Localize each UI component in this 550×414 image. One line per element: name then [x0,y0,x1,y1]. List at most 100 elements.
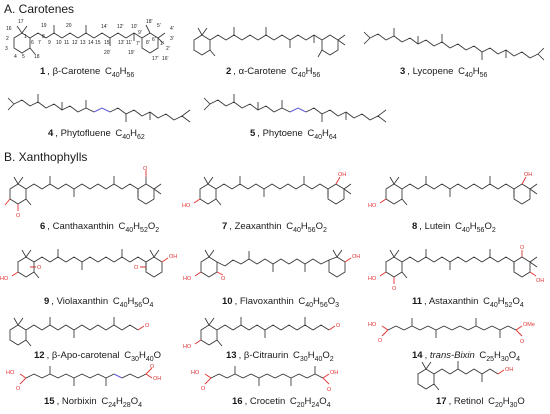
hydroxyl-label: HO [368,276,377,282]
compound-label: 5, Phytoene C40H64 [250,128,337,141]
hydroxyl-label: OH [524,172,532,178]
atom-number: 10' [131,24,138,30]
compound-label: 10, Flavoxanthin C40H56O3 [222,296,340,309]
oxo-label: O [392,286,397,292]
compound-label: 2, α-Carotene C40H56 [226,66,321,79]
oxo-label: O [378,338,383,344]
hydroxyl-label: OH [330,370,338,376]
compound-label: 17, Retinol C20H30O [436,396,525,409]
oxo-label: O [16,213,21,219]
atom-number: 16 [6,26,12,32]
atom-number: 3 [5,46,8,52]
hydroxyl-label: HO [183,276,192,282]
atom-number: 12 [72,40,78,46]
compound-label: 9, Violaxanthin C40H56O4 [44,296,154,309]
oxo-label: O [336,323,341,329]
oxo-label: O [520,339,525,345]
structure-beta-citraurin: HO O [183,317,341,350]
section-title-carotenes: A. Carotenes [4,2,75,16]
hydroxyl-label: OH [505,367,513,373]
atom-number: 20 [66,23,72,29]
oxo-label: O [16,386,21,392]
structure-trans-bixin: HO O OMe O [368,318,535,345]
hydroxyl-label: OH [153,376,161,382]
atom-number: 5 [22,54,25,60]
atom-number: 6 [31,40,34,46]
compound-label: 4, Phytofluene C40H62 [48,128,145,141]
compound-label: 11, Astaxanthin C40H52O4 [412,296,524,309]
oxo-label: O [37,265,42,271]
atom-number: 4' [170,26,174,32]
structure-canthaxanthin: O O [4,166,162,219]
compound-label: 15, Norbixin C24H28O4 [44,396,142,409]
structure-phytofluene [7,94,191,123]
oxo-label: O [221,276,226,282]
compound-label: 14, trans-Bixin C25H30O4 [412,350,521,363]
atom-number: 2 [6,36,9,42]
hydroxyl-label: HO [6,370,15,376]
structure-beta-carotene: 16 17 19 20 1 6 9 11 13 15 14' 12' 10' 8… [5,19,174,62]
atom-number: 17 [18,19,24,25]
oxo-label: O [201,386,206,392]
structure-flavoxanthin: HO O OH [183,249,360,282]
atom-number: 1' [160,41,164,47]
structure-lycopene [363,28,545,61]
hydroxyl-label: HO [182,203,191,209]
structure-crocetin: HO O OH O [191,366,338,393]
structure-phytoene [203,94,387,123]
atom-number: 13' [118,40,125,46]
atom-number: 4 [14,54,17,60]
compound-label: 6, Canthaxanthin C40H52O2 [40,221,160,234]
atom-number: 7 [38,40,41,46]
hydroxyl-label: OH [169,254,177,260]
hydroxyl-label: HO [368,322,377,328]
compound-label: 7, Zeaxanthin C40H56O2 [222,221,327,234]
hydroxyl-label: OH [536,278,544,284]
atom-number: 11 [64,40,69,46]
compound-label: 3, Lycopene C40H56 [400,66,488,79]
atom-number: 6' [152,37,156,43]
atom-number: 19' [128,50,135,56]
atom-number: 8 [42,34,45,40]
atom-number: 20' [104,50,111,56]
oxo-label: O [143,166,148,172]
structure-lutein: HO OH [368,172,538,209]
atom-number: 14' [101,24,108,30]
oxo-label: O [145,323,150,329]
hydroxyl-label: HO [368,203,377,209]
hydroxyl-label: OH [352,254,360,260]
atom-number: 10 [56,40,62,46]
compound-label: 8, Lutein C40H56O2 [412,221,496,234]
hydroxyl-label: HO [191,370,200,376]
atom-number: 2' [166,46,170,52]
atom-number: 14 [88,40,94,46]
methoxy-label: OMe [523,322,535,328]
hydroxyl-label: HO [183,344,192,350]
atom-number: 16' [162,56,169,62]
atom-number: 8' [146,40,150,46]
atom-number: 13 [80,40,86,46]
atom-number: 9' [138,30,142,36]
atom-number: 12' [117,24,124,30]
atom-number: 18 [34,54,40,60]
structure-violaxanthin: HO O OH O [0,249,177,282]
atom-number: 15 [95,40,101,46]
atom-number: 17' [152,56,159,62]
structure-norbixin: HO O OH O [6,364,161,392]
oxo-label: O [520,245,525,251]
atom-number: 15' [104,40,111,46]
atom-number: 3' [170,36,174,42]
atom-number: 1 [24,34,27,40]
hydroxyl-label: OH [338,172,346,178]
section-title-xanthophylls: B. Xanthophylls [4,150,88,164]
structure-zeaxanthin: HO OH [182,172,352,209]
structure-astaxanthin: HO O O OH [368,245,544,292]
atom-number: 9 [48,40,51,46]
hydroxyl-label: HO [0,276,9,282]
structure-alpha-carotene [193,27,346,58]
oxo-label: O [134,265,139,271]
atom-number: 18' [146,19,153,25]
compound-label: 13, β-Citraurin C30H40O2 [226,350,334,363]
compound-label: 12, β-Apo-carotenal C30H40O [34,350,162,363]
structure-retinol: OH [417,361,513,391]
